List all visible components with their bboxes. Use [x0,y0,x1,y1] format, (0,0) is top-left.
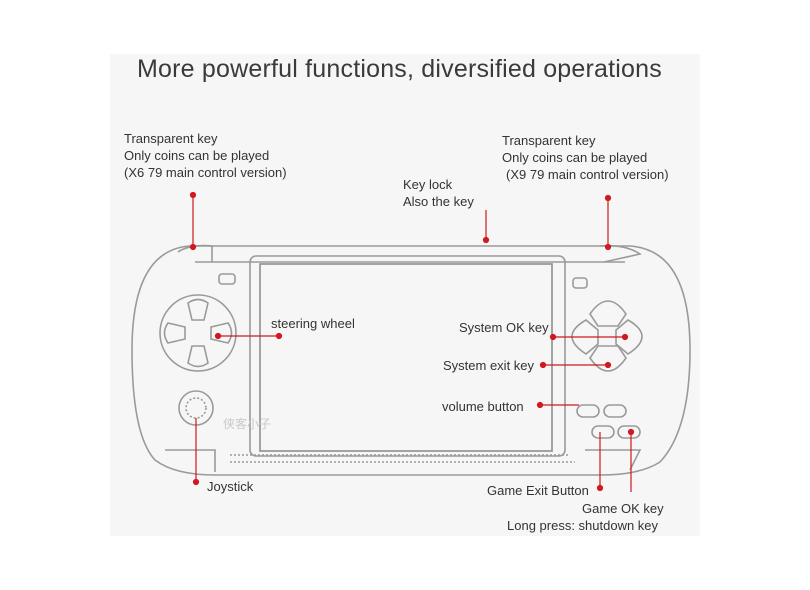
game-exit-button [591,425,615,439]
screen-bezel [249,255,566,457]
right-shoulder-key [599,244,643,263]
label-volume-button: volume button [442,399,524,414]
pointer-dot-transparent-right [604,194,612,202]
pointer-dot-key-lock [482,236,490,244]
right-small-button [572,277,588,289]
console-body-outline [131,245,691,476]
label-system-ok-key: System OK key [459,320,549,335]
pointer-dot-transparent-left [189,191,197,199]
watermark-text: 侠客小子 [223,417,272,431]
screen [259,263,553,452]
volume-button-right [603,404,627,418]
label-steering-wheel: steering wheel [271,316,355,331]
label-key-lock: Key lock Also the key [403,177,474,209]
label-transparent-key-left: Transparent key Only coins can be played… [124,131,287,180]
dpad-down [187,345,209,368]
label-game-exit-button: Game Exit Button [487,483,589,498]
pointer-dot-joystick [192,478,200,486]
action-button-left [571,319,599,355]
label-system-exit-key: System exit key [443,358,535,373]
speaker-grille [230,454,575,463]
label-joystick: Joystick [207,479,254,494]
pointer-dot-steering-wheel [275,332,283,340]
dpad-left [163,322,186,344]
left-small-button [218,273,236,285]
pointer-dot-game-ok [627,428,635,436]
label-transparent-key-right: Transparent key Only coins can be played… [502,133,669,182]
pointer-dot-system-ok [549,333,557,341]
game-ok-button [617,425,641,439]
action-button-top [589,300,627,327]
right-bottom-corner [585,449,642,471]
action-button-bottom [589,345,627,372]
volume-button-left [576,404,600,418]
dpad-ring [159,294,237,372]
dpad-up [187,298,209,321]
pointer-dot-system-exit [539,361,547,369]
left-bottom-corner [165,449,216,472]
page-title: More powerful functions, diversified ope… [137,55,662,83]
dpad-right [210,322,233,344]
pointer-dot-game-exit [596,484,604,492]
pointer-dot-volume [536,401,544,409]
label-game-ok-key: Game OK key Long press: shutdown key [507,501,664,533]
